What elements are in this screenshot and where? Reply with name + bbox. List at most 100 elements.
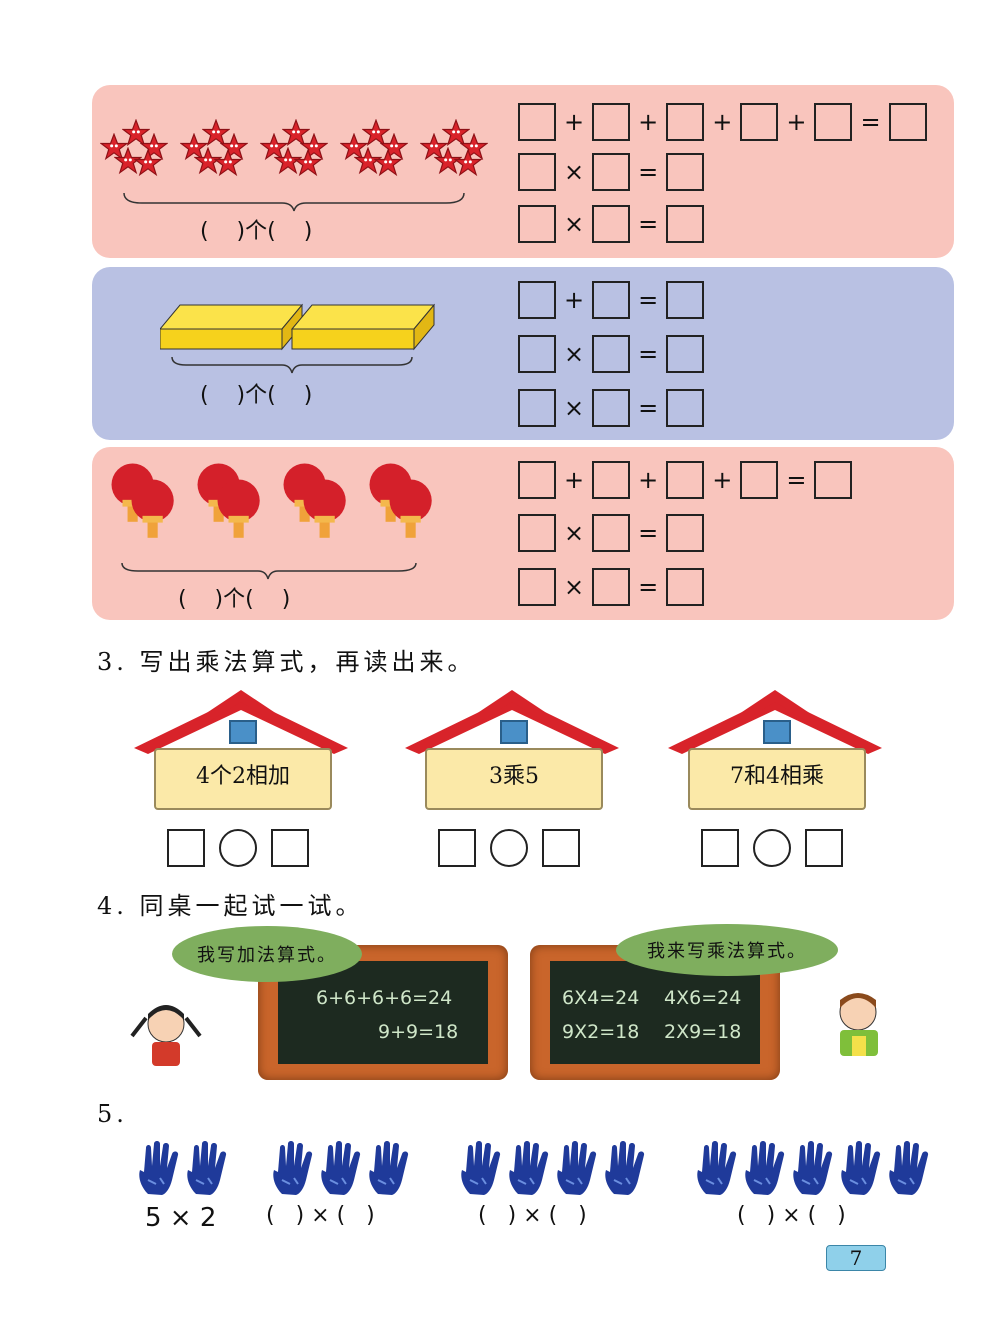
answer-box[interactable] [666,389,705,427]
answer-box[interactable] [592,205,631,243]
answer-box[interactable] [701,829,739,867]
answer-box[interactable] [888,103,927,141]
answer-box[interactable] [518,389,556,427]
paddle-pair [110,461,172,553]
chalk-text: 9+9=18 [378,1021,459,1043]
answer-box[interactable] [666,335,705,373]
answer-box[interactable] [814,103,853,141]
multiplication-label: ( ) × ( ) [478,1203,587,1228]
operator: = [638,210,659,238]
answer-box[interactable] [518,514,556,552]
chalk-text: 6+6+6+6=24 [316,987,453,1009]
answer-parentheses: ( )个( ) [200,383,313,408]
brace [171,356,413,374]
answer-box[interactable] [518,153,556,191]
answer-box[interactable] [592,389,631,427]
operator: = [786,466,807,494]
section-4-heading: 4. 同桌一起试一试。 [97,892,364,920]
star-icon [454,149,482,177]
operator-circle[interactable] [219,829,257,867]
operator: + [712,108,733,136]
hand-icon [456,1140,504,1196]
answer-box[interactable] [592,335,631,373]
exercise-panel-stars: ( )个( ) ++++=×=×= [92,85,954,258]
answer-box[interactable] [592,568,631,606]
house-body [425,748,603,810]
answer-box[interactable] [740,103,779,141]
hand-icon [740,1140,788,1196]
equation-row: ×= [512,205,710,243]
multiplication-label: ( ) × ( ) [737,1203,846,1228]
multiplication-label: ( ) × ( ) [266,1203,375,1228]
answer-box[interactable] [518,335,556,373]
answer-box[interactable] [542,829,580,867]
hand-icon [316,1140,364,1196]
boy-character-icon [839,993,878,1056]
answer-box[interactable] [666,514,705,552]
hand-group [268,1140,412,1196]
page-number: 7 [826,1245,886,1271]
answer-box[interactable] [518,568,556,606]
operator: × [564,158,585,186]
house-card: 3乘5 [405,690,619,820]
exercise-panel-trays: ( )个( ) +=×=×= [92,267,954,440]
operator: = [638,573,659,601]
hand-group [456,1140,648,1196]
hand-icon [182,1140,230,1196]
paddle-pair [196,461,258,553]
answer-box[interactable] [438,829,476,867]
ping-pong-paddle-icon [216,477,268,553]
operator-circle[interactable] [753,829,791,867]
section-3-heading: 3. 写出乘法算式，再读出来。 [97,648,476,676]
hand-group [692,1140,932,1196]
girl-character-icon [130,1005,202,1066]
equation-row: ×= [512,153,710,191]
operator: + [564,466,585,494]
star-icon [214,149,242,177]
answer-box[interactable] [167,829,205,867]
answer-box[interactable] [592,103,631,141]
answer-box[interactable] [666,153,705,191]
answer-box[interactable] [271,829,309,867]
ping-pong-paddle-icon [130,477,182,553]
star-groups [100,119,490,179]
star-icon [374,149,402,177]
operator: + [564,286,585,314]
answer-box[interactable] [518,281,556,319]
paddle-pair [368,461,430,553]
tray-icon [160,303,436,351]
operator: = [638,158,659,186]
answer-box[interactable] [592,514,631,552]
operator: × [564,340,585,368]
star-icon [294,149,322,177]
house-card: 4个2相加 [134,690,348,820]
answer-box[interactable] [666,568,705,606]
hand-icon [134,1140,182,1196]
answer-box[interactable] [592,153,631,191]
answer-box[interactable] [592,461,631,499]
hand-icon [836,1140,884,1196]
answer-box[interactable] [592,281,631,319]
answer-box[interactable] [666,281,705,319]
house-body [154,748,332,810]
answer-box[interactable] [814,461,853,499]
answer-box[interactable] [666,205,705,243]
bubble-text: 我来写乘法算式。 [647,941,807,962]
chalk-text: 4X6=24 [664,987,742,1009]
chalk-text: 9X2=18 [562,1021,640,1043]
bubble-text: 我写加法算式。 [197,945,337,966]
operator: + [712,466,733,494]
answer-box[interactable] [518,205,556,243]
answer-box[interactable] [740,461,779,499]
answer-box[interactable] [666,103,705,141]
operator-circle[interactable] [490,829,528,867]
answer-box[interactable] [518,461,556,499]
answer-box[interactable] [518,103,556,141]
answer-box[interactable] [666,461,705,499]
answer-box[interactable] [805,829,843,867]
equation-row: += [512,281,710,319]
equation-row: ×= [512,389,710,427]
hand-icon [268,1140,316,1196]
star-icon [134,149,162,177]
operator: + [786,108,807,136]
